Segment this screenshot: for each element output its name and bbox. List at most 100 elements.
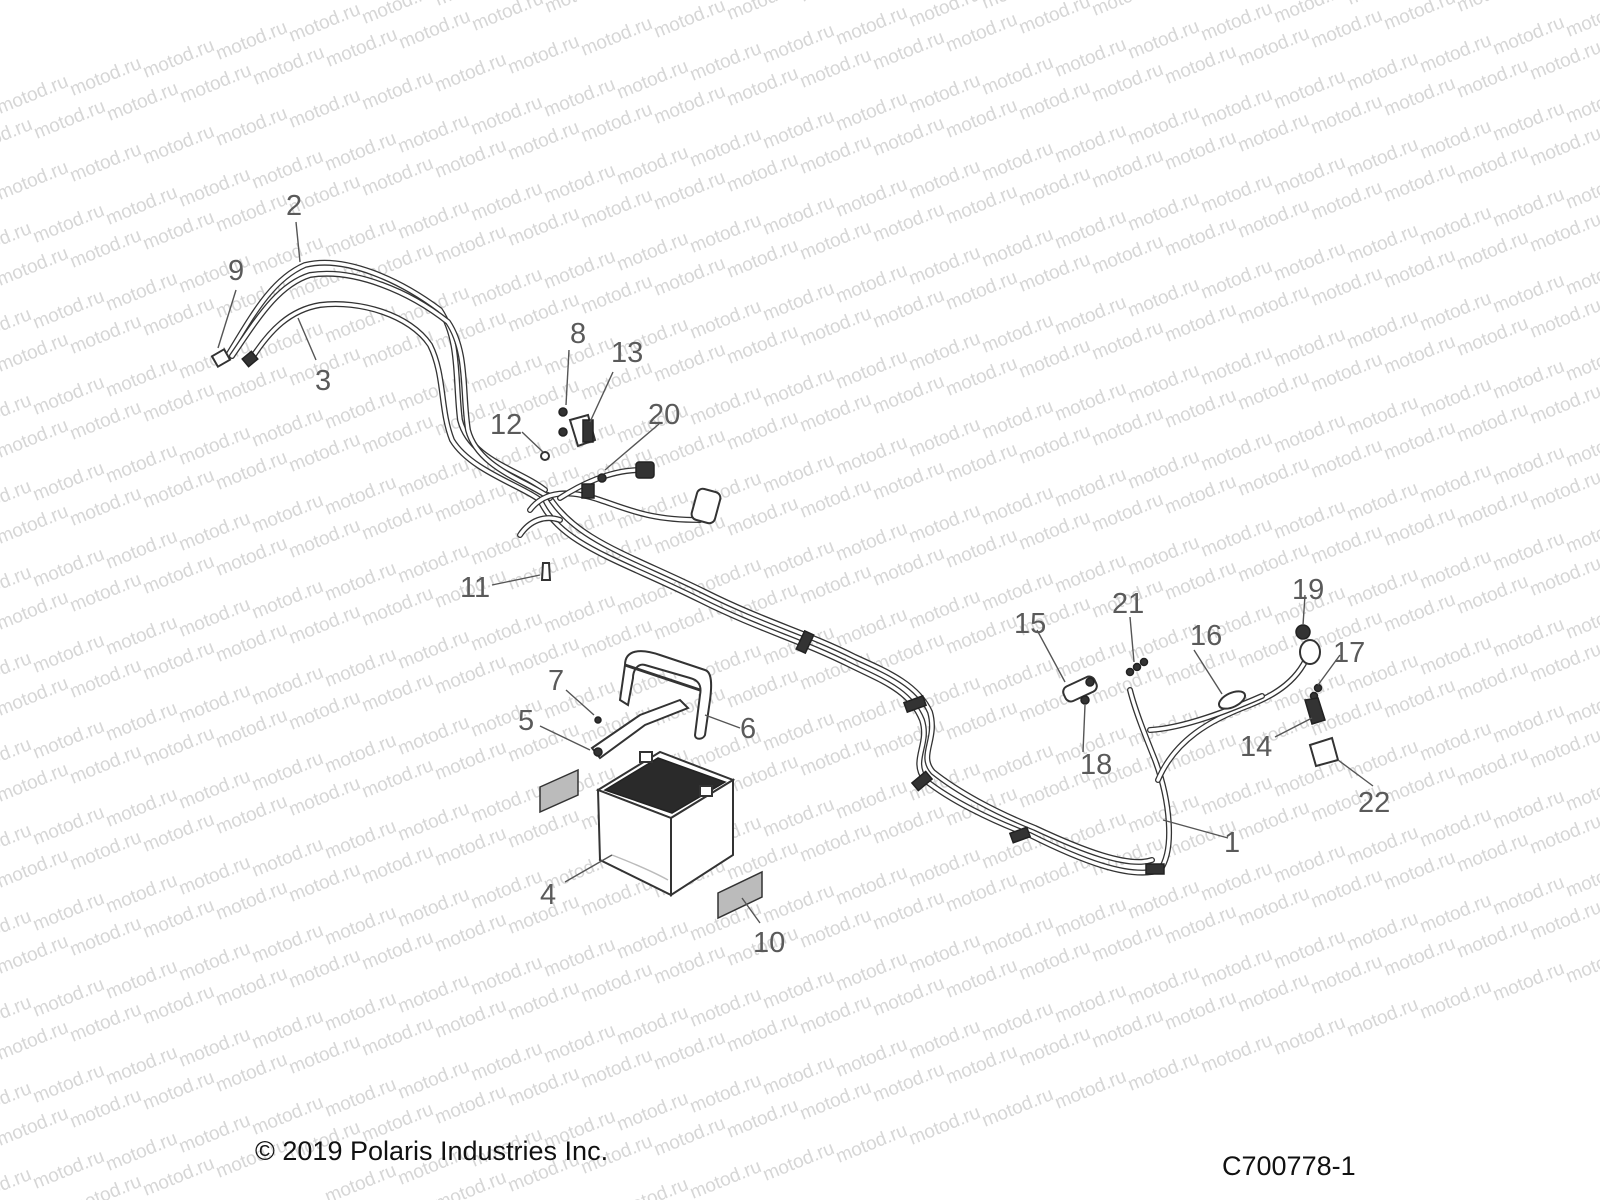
watermark-text: motod.ru	[1125, 1048, 1202, 1096]
watermark-text: motod.ru	[359, 583, 436, 631]
watermark-text: motod.ru	[0, 673, 71, 721]
watermark-text: motod.ru	[0, 1017, 71, 1065]
callout-4: 4	[540, 879, 556, 911]
watermark-text: motod.ru	[359, 325, 436, 373]
watermark-text: motod.ru	[1381, 761, 1458, 809]
watermark-text: motod.ru	[1162, 385, 1239, 433]
watermark-text: motod.ru	[1454, 141, 1531, 189]
watermark-text: motod.ru	[1381, 847, 1458, 895]
watermark-text: motod.ru	[1344, 994, 1421, 1042]
watermark-text: motod.ru	[1454, 485, 1531, 533]
watermark-text: motod.ru	[870, 1059, 947, 1107]
watermark-text: motod.ru	[1235, 109, 1312, 157]
callout-12: 12	[490, 409, 522, 441]
drawing-number: C700778-1	[1222, 1151, 1356, 1181]
watermark-text: motod.ru	[797, 475, 874, 523]
watermark-text: motod.ru	[359, 927, 436, 975]
watermark-text: motod.ru	[1198, 1030, 1275, 1078]
watermark-text: motod.ru	[578, 13, 655, 61]
watermark-text: motod.ru	[1235, 367, 1312, 415]
callout-16: 16	[1190, 620, 1222, 652]
watermark-text: motod.ru	[1381, 503, 1458, 551]
watermark-text: motod.ru	[1527, 467, 1600, 515]
watermark-text: motod.ru	[0, 759, 71, 807]
watermark-text: motod.ru	[286, 1031, 363, 1079]
watermark-text: motod.ru	[724, 149, 801, 197]
watermark-text: motod.ru	[1381, 417, 1458, 465]
callout-1: 1	[1224, 827, 1240, 859]
callout-9: 9	[228, 255, 244, 287]
watermark-text: motod.ru	[140, 723, 217, 771]
watermark-text: motod.ru	[213, 533, 290, 581]
watermark-text: motod.ru	[1527, 37, 1600, 85]
watermark-text: motod.ru	[1563, 166, 1600, 214]
watermark-text: motod.ru	[505, 633, 582, 681]
watermark-text: motod.ru	[432, 221, 509, 269]
callout-15: 15	[1014, 608, 1046, 640]
hardware-upper	[540, 407, 607, 581]
watermark-text: motod.ru	[0, 845, 71, 893]
watermark-text: motod.ru	[1089, 231, 1166, 279]
watermark-text: motod.ru	[0, 1164, 34, 1200]
watermark-text: motod.ru	[542, 0, 619, 18]
watermark-text: motod.ru	[286, 773, 363, 821]
watermark-text: motod.ru	[1381, 73, 1458, 121]
watermark-text: motod.ru	[67, 1085, 144, 1133]
watermark-text: motod.ru	[359, 1013, 436, 1061]
watermark-text: motod.ru	[1235, 23, 1312, 71]
watermark-text: motod.ru	[1527, 295, 1600, 343]
watermark-text: motod.ru	[724, 407, 801, 455]
callout-13: 13	[611, 337, 643, 369]
watermark-text: motod.ru	[1162, 299, 1239, 347]
callout-10: 10	[753, 927, 785, 959]
watermark-text: motod.ru	[651, 0, 728, 43]
watermark-text: motod.ru	[1308, 177, 1385, 225]
watermark-text: motod.ru	[943, 95, 1020, 143]
watermark-text: motod.ru	[797, 303, 874, 351]
watermark-text: motod.ru	[1563, 768, 1600, 816]
watermark-text: motod.ru	[1089, 317, 1166, 365]
watermark-text: motod.ru	[578, 99, 655, 147]
watermark-text: motod.ru	[67, 827, 144, 875]
watermark-text: motod.ru	[1016, 421, 1093, 469]
watermark-text: motod.ru	[505, 719, 582, 767]
watermark-text: motod.ru	[1162, 471, 1239, 519]
watermark-text: motod.ru	[578, 271, 655, 319]
watermark-text: motod.ru	[213, 877, 290, 925]
watermark-text: motod.ru	[1563, 80, 1600, 128]
watermark-text: motod.ru	[505, 31, 582, 79]
watermark-text: motod.ru	[505, 1063, 582, 1111]
callout-21: 21	[1112, 588, 1144, 620]
watermark-text: motod.ru	[1527, 897, 1600, 945]
watermark-text: motod.ru	[1016, 0, 1093, 39]
watermark-text: motod.ru	[1381, 589, 1458, 637]
watermark-text: motod.ru	[213, 619, 290, 667]
watermark-text: motod.ru	[1563, 338, 1600, 386]
watermark-text: motod.ru	[67, 397, 144, 445]
watermark-text: motod.ru	[1089, 1005, 1166, 1053]
watermark-text: motod.ru	[1563, 940, 1600, 988]
watermark-text: motod.ru	[943, 353, 1020, 401]
watermark-text: motod.ru	[724, 235, 801, 283]
watermark-text: motod.ru	[1527, 639, 1600, 687]
watermark-text: motod.ru	[1454, 829, 1531, 877]
watermark-text: motod.ru	[651, 81, 728, 129]
watermark-text: motod.ru	[578, 1045, 655, 1093]
watermark-text: motod.ru	[651, 339, 728, 387]
watermark-text: motod.ru	[797, 45, 874, 93]
watermark-text: motod.ru	[1454, 55, 1531, 103]
watermark-text: motod.ru	[651, 941, 728, 989]
callout-3: 3	[315, 365, 331, 397]
watermark-text: motod.ru	[578, 185, 655, 233]
watermark-text: motod.ru	[724, 493, 801, 541]
watermark-text: motod.ru	[1454, 313, 1531, 361]
watermark-text: motod.ru	[0, 1103, 71, 1151]
watermark-text: motod.ru	[943, 611, 1020, 659]
watermark-text: motod.ru	[1089, 145, 1166, 193]
watermark-text: motod.ru	[140, 121, 217, 169]
watermark-text: motod.ru	[1563, 424, 1600, 472]
watermark-text: motod.ru	[724, 321, 801, 369]
watermark-text: motod.ru	[1016, 249, 1093, 297]
watermark-text: motod.ru	[1016, 937, 1093, 985]
